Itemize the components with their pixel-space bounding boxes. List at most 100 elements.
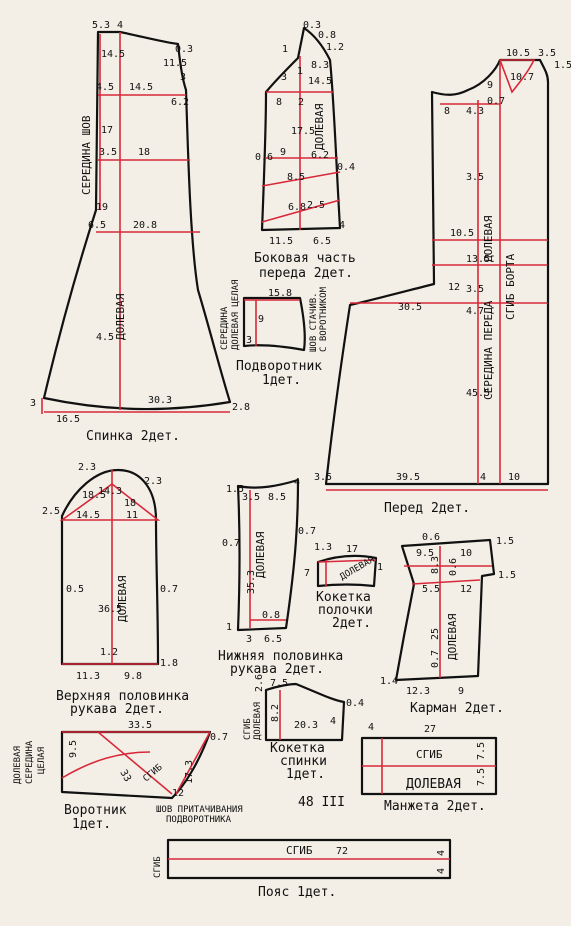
upper-m-1: 18.5 [82,490,106,501]
upper-m-5: 14.5 [76,510,100,521]
uc-side-1: СЕРЕДИНА [220,306,230,350]
cuff-fold: СГИБ [416,748,443,761]
upper-m-3: 2.3 [144,476,162,487]
side-m-4: 3 [281,72,287,83]
front-m-4: 9 [487,80,493,91]
side-m-7: 8 [276,97,282,108]
front-m-13: 30.5 [398,302,422,313]
side-m-3: 1.2 [326,42,344,53]
pocket-m-4: 8.3 [430,556,441,574]
by-m-5: 4 [330,716,336,727]
back-m-15: 4.5 [96,332,114,343]
piece-back: 5.3 4 0.3 14.5 11.5 4.5 14.5 3 6.2 17 3.… [30,20,250,444]
upper-m-2: 14.3 [98,486,122,497]
collar-side-3: ЦЕЛАЯ [37,747,47,774]
collar-m-4: 17.3 [184,760,195,784]
front-m-7: 0.7 [487,96,505,107]
fy-label-3: 2дет. [332,616,371,631]
pocket-m-2: 9.5 [416,548,434,559]
by-side-2: ДОЛЕВАЯ [253,702,263,740]
side-label-2: переда 2дет. [259,266,353,281]
pocket-m-12: 12.3 [406,686,430,697]
collar-seam-1: ШОВ ПРИТАЧИВАНИЯ [156,805,243,815]
back-m-10: 3.5 [99,147,117,158]
cuff-m-3: 7.5 [476,768,487,786]
back-m-3: 14.5 [101,49,125,60]
under-m-4: 0.7 [222,538,240,549]
under-m-6: 35.3 [246,570,257,594]
front-center: СЕРЕДИНА ПЕРЕДА [482,300,495,400]
front-m-10: 13.5 [466,254,490,265]
back-label: Спинка 2дет. [86,429,180,444]
uc-side-2: ДОЛЕВАЯ ЦЕЛАЯ [231,280,241,350]
front-m-19: 10 [508,472,520,483]
back-m-5: 4.5 [96,82,114,93]
back-m-2: 0.3 [175,44,193,55]
front-m-6: 4.3 [466,106,484,117]
back-m-18: 2.8 [232,402,250,413]
collar-label-2: 1дет. [72,817,111,832]
under-grain: ДОЛЕВАЯ [254,531,267,578]
belt-label: Пояс 1дет. [258,885,336,900]
front-m-0: 10.5 [506,48,530,59]
side-m-19: 11.5 [269,236,293,247]
front-m-8: 3.5 [466,172,484,183]
front-m-1: 3.5 [538,48,556,59]
front-m-3: 10.7 [510,72,534,83]
piece-belt: 72 4 4 СГИБ СГИБ Пояс 1дет. [153,838,452,900]
upper-m-14: 1.8 [160,658,178,669]
by-label-1: Кокетка [270,741,325,756]
belt-m-1: 4 [436,850,447,856]
back-m-4: 11.5 [163,58,187,69]
by-m-0: 2.6 [254,674,265,692]
pocket-m-9: 25 [430,628,441,640]
side-m-18: 4 [339,220,345,231]
back-m-11: 18 [138,147,150,158]
upper-label-2: рукава 2дет. [70,702,164,717]
upper-label-1: Верхняя половинка [56,689,189,704]
fy-m-2: 7 [304,568,310,579]
front-m-17: 39.5 [396,472,420,483]
upper-m-6: 11 [126,510,138,521]
side-m-9: 14.5 [308,76,332,87]
collar-m-2: 9.5 [68,740,79,758]
side-m-17: 2.5 [307,200,325,211]
uc-m-2: 3 [246,335,252,346]
back-grain: ДОЛЕВАЯ [114,293,127,340]
pocket-m-0: 0.6 [422,532,440,543]
front-m-12: 3.5 [466,284,484,295]
fy-grain: ДОЛЕВАЯ [339,555,377,583]
by-m-3: 20.3 [294,720,318,731]
front-m-9: 10.5 [450,228,474,239]
side-m-20: 6.5 [313,236,331,247]
side-label-1: Боковая часть [254,251,356,266]
upper-m-4: 2.5 [42,506,60,517]
uc-seam-2: С ВОРОТНИКОМ [319,286,329,352]
uc-label-1: Подворотник [236,359,322,374]
side-m-2: 1 [282,44,288,55]
front-label: Перед 2дет. [384,501,470,516]
back-center-seam: СЕРЕДИНА ШОВ [80,115,93,195]
belt-m-2: 4 [436,868,447,874]
under-m-7: 0.8 [262,610,280,621]
side-m-12: 9 [280,147,286,158]
piece-cuff: 4 27 7.5 7.5 СГИБ ДОЛЕВАЯ Манжета 2дет. [360,722,498,814]
upper-m-7: 18 [124,498,136,509]
upper-m-12: 11.3 [76,671,100,682]
uc-m-0: 15.8 [268,288,292,299]
fy-m-3: 1 [377,562,383,573]
by-label-3: 1дет. [286,767,325,782]
pocket-grain: ДОЛЕВАЯ [446,613,459,660]
collar-label-1: Воротник [64,803,127,818]
under-m-9: 3 [246,634,252,645]
by-m-2: 8.2 [270,704,281,722]
cuff-m-2: 7.5 [476,742,487,760]
back-m-19: 16.5 [56,414,80,425]
belt-fold: СГИБ [286,844,313,857]
under-m-1: 3.5 [242,492,260,503]
side-m-15: 8.5 [287,172,305,183]
front-m-5: 8 [444,106,450,117]
collar-side-1: ДОЛЕВАЯ [13,746,23,784]
under-m-3: 4 [294,477,300,488]
